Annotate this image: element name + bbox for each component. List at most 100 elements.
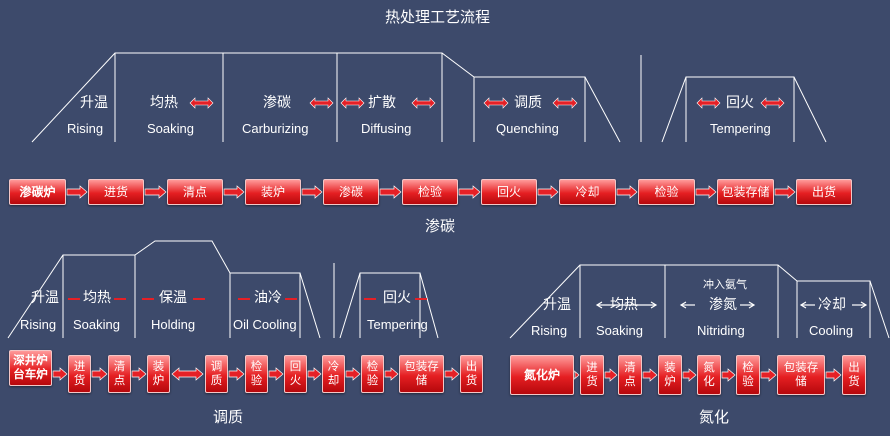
quench-temper-caption: 调质: [213, 408, 244, 426]
q-stage-tempering-en: Tempering: [367, 317, 428, 332]
carb-stage-soaking-cn: 均热: [150, 95, 178, 111]
quench-flow-arrow: [444, 367, 460, 381]
n-step-furnace: 氮化炉: [510, 355, 574, 395]
n-stage-nitriding-en: Nitriding: [697, 323, 745, 338]
carb-stage-soaking-en: Soaking: [147, 121, 194, 136]
nitriding-flow-arrow: [721, 368, 736, 382]
n-step-receiving: 进货: [580, 355, 604, 395]
carb-step-cooling: 冷却: [559, 179, 616, 205]
nitriding-gas-note: 冲入氨气: [703, 278, 747, 291]
carb-flow-arrow: [379, 185, 402, 199]
carb-flow-arrow: [774, 185, 796, 199]
nitriding-temperature-curve: [509, 264, 890, 339]
carb-stage-rising-en: Rising: [67, 121, 104, 136]
quench-flow-arrow: [307, 367, 322, 381]
carb-flow-arrow: [66, 185, 88, 199]
carb-step-loading: 装炉: [245, 179, 301, 205]
q-step-shipping: 出货: [460, 355, 483, 393]
quench-flow-arrow: [345, 367, 361, 381]
carb-stage-diffusing-en: Diffusing: [361, 121, 412, 136]
q-step-tempering: 回火: [284, 355, 307, 393]
stage-arrow-tempering-left: [696, 97, 721, 109]
nitriding-flow-arrow: [682, 368, 697, 382]
stage-arrow-quenching-right: [552, 97, 578, 109]
stage-arrow-diffusing: [340, 97, 365, 109]
n-step-packing: 包装存储: [777, 355, 825, 395]
stage-arrow-diffusing-right: [411, 97, 436, 109]
quench-flow-double-arrow: [171, 367, 204, 381]
q-stage-holding-cn: 保温: [159, 290, 187, 306]
n-stage-cooling-en: Cooling: [809, 323, 854, 338]
carb-flow-arrow: [223, 185, 245, 199]
q-step-cooling: 冷却: [322, 355, 345, 393]
nitriding-caption: 氮化: [699, 408, 730, 426]
stage-arrow-soaking: [189, 97, 214, 109]
quench-flow-arrow: [384, 367, 399, 381]
quench-tempering-curve: [339, 272, 439, 339]
n-stage-soaking-cn: 均热: [610, 297, 638, 313]
carb-flow-arrow: [616, 185, 638, 199]
carb-step-shipping: 出货: [796, 179, 852, 205]
carburizing-caption: 渗碳: [425, 217, 456, 235]
stage-arrow-quenching-left: [483, 97, 509, 109]
carb-flow-arrow: [458, 185, 481, 199]
n-stage-soaking-en: Soaking: [596, 323, 643, 338]
carb-stage-quenching-en: Quenching: [496, 121, 559, 136]
carb-flow-arrow: [695, 185, 717, 199]
carb-stage-carburizing-cn: 渗碳: [263, 95, 291, 111]
carb-stage-diffusing-cn: 扩散: [368, 95, 396, 111]
q-stage-rising-en: Rising: [20, 317, 57, 332]
carburizing-tempering-curve: [661, 76, 827, 143]
q-step-counting: 清点: [108, 355, 131, 393]
q-step-inspection: 检验: [245, 355, 268, 393]
carb-stage-carburizing-en: Carburizing: [242, 121, 309, 136]
q-stage-holding-en: Holding: [151, 317, 196, 332]
q-step-furnace: 深井炉台车炉: [9, 350, 52, 386]
q-stage-oilcooling-cn: 油冷: [254, 290, 282, 306]
n-step-loading: 装炉: [658, 355, 682, 395]
page-title: 热处理工艺流程: [385, 8, 491, 26]
n-stage-rising-en: Rising: [531, 323, 568, 338]
carb-flow-arrow: [144, 185, 167, 199]
nitriding-flow-arrow: [760, 368, 777, 382]
carb-stage-rising-cn: 升温: [80, 95, 108, 111]
carb-step-carburizing: 渗碳: [323, 179, 379, 205]
quench-flow-arrow: [131, 367, 147, 381]
q-stage-rising-cn: 升温: [31, 290, 59, 306]
q-stage-soaking-cn: 均热: [83, 290, 111, 306]
carb-stage-tempering-cn: 回火: [726, 95, 754, 111]
quench-flow-arrow: [52, 367, 68, 381]
q-step-inspection-2: 检验: [361, 355, 384, 393]
q-step-receiving: 进货: [68, 355, 91, 393]
q-stage-oilcooling-en: Oil Cooling: [233, 317, 297, 332]
quench-flow-arrow: [268, 367, 284, 381]
n-stage-rising-cn: 升温: [543, 297, 571, 313]
nitriding-flow-arrow: [825, 368, 842, 382]
carb-step-inspection-2: 检验: [638, 179, 695, 205]
stage-arrow-tempering-right: [760, 97, 785, 109]
carb-step-counting: 清点: [167, 179, 223, 205]
q-step-loading: 装炉: [147, 355, 170, 393]
n-step-counting: 清点: [618, 355, 642, 395]
quench-temperature-curve: [7, 240, 321, 339]
carburizing-temperature-curve: [31, 52, 621, 143]
stage-arrow-carburizing: [309, 97, 334, 109]
n-step-shipping: 出货: [842, 355, 866, 395]
carb-step-tempering: 回火: [481, 179, 537, 205]
carb-stage-tempering-en: Tempering: [710, 121, 771, 136]
carb-step-receiving: 进货: [88, 179, 144, 205]
q-stage-tempering-cn: 回火: [383, 290, 411, 306]
nitriding-flow-arrow: [642, 368, 658, 382]
n-step-inspection: 检验: [736, 355, 760, 395]
carb-step-packing: 包装存储: [717, 179, 774, 205]
quench-flow-arrow: [228, 367, 245, 381]
carb-flow-arrow: [537, 185, 559, 199]
carb-step-furnace: 渗碳炉: [9, 179, 66, 205]
nitriding-flow-arrow: [604, 368, 618, 382]
quench-flow-arrow: [91, 367, 108, 381]
n-step-nitriding: 氮化: [697, 355, 721, 395]
q-step-quench-temper: 调质: [205, 355, 228, 393]
carb-stage-quenching-cn: 调质: [514, 95, 542, 111]
carb-flow-arrow: [301, 185, 323, 199]
